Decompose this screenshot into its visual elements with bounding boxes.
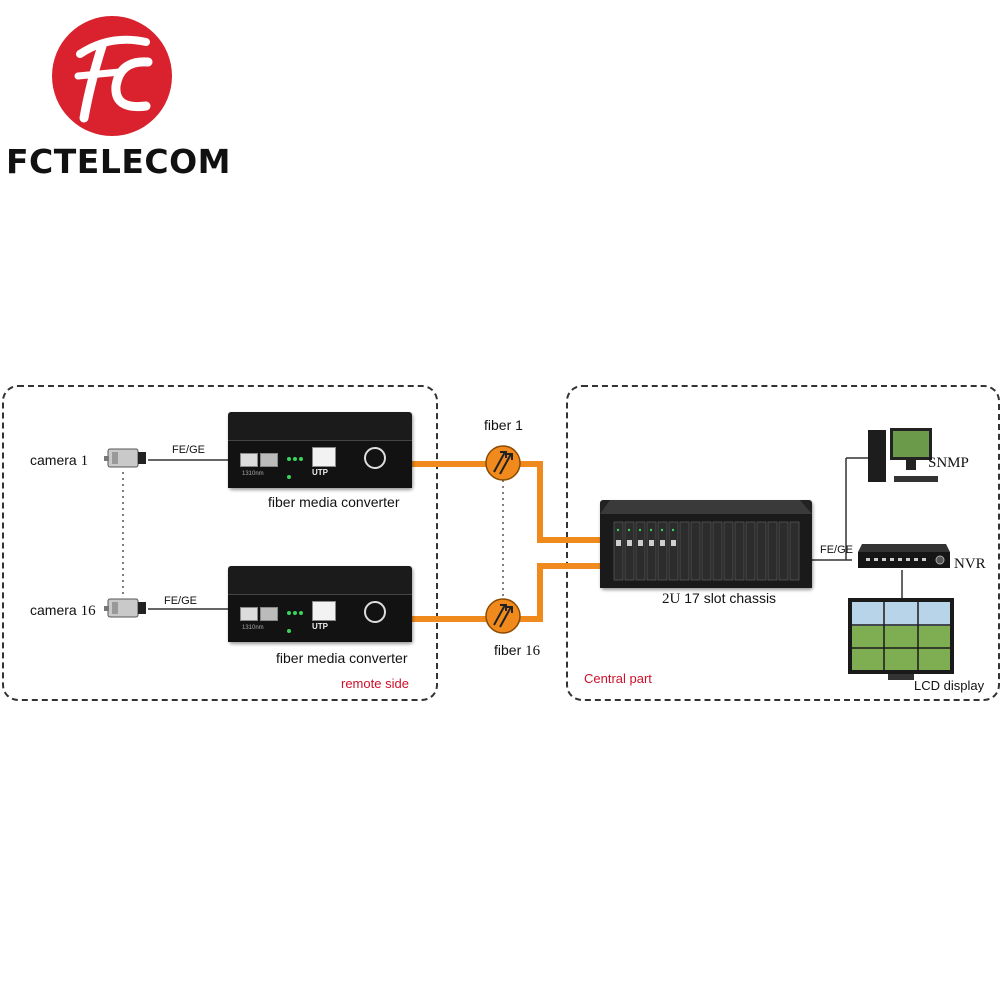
fiber1-arrow-icon [485, 445, 521, 481]
wavelength-label: 1310nm [242, 470, 264, 477]
fiber-1-label: fiber 1 [484, 417, 523, 433]
camera-16-label: camera 16 [30, 602, 96, 619]
central-part-label: Central part [584, 671, 652, 686]
fiber1-path [412, 461, 600, 543]
lcd-display-label: LCD display [914, 678, 985, 693]
camera-16-icon [104, 596, 148, 622]
fiber16-arrow-icon [485, 598, 521, 634]
remote-side-label: remote side [341, 676, 409, 691]
nvr-label: NVR [954, 556, 986, 572]
fiber-media-converter-16: UTP 1310nm [228, 566, 412, 642]
camera-16-link-label: FE/GE [164, 595, 198, 607]
brand-name: FCTELECOM [6, 142, 231, 181]
camera-1-link-label: FE/GE [172, 444, 206, 456]
17-slot-chassis [600, 500, 812, 588]
desktop-computer-icon [866, 424, 940, 486]
fctelecom-logo-icon [50, 14, 174, 138]
fc-logo-icon [364, 446, 386, 469]
snmp-label: SNMP [928, 455, 969, 471]
camera-1-label: camera 1 [30, 452, 89, 469]
chassis-label: 2U 17 slot chassis [662, 590, 777, 607]
camera-1-icon [104, 446, 148, 472]
lcd-monitor-icon [848, 598, 954, 682]
fiber-16-label: fiber 16 [494, 642, 541, 659]
utp-port-label: UTP [312, 467, 328, 477]
nvr-recorder-icon [854, 540, 950, 572]
fiber16-path [412, 563, 600, 622]
fiber-media-converter-1: UTP 1310nm [228, 412, 412, 488]
fc-logo-icon [364, 600, 386, 623]
chassis-link-label: FE/GE [820, 544, 854, 556]
converter-16-label: fiber media converter [276, 650, 408, 666]
wavelength-label: 1310nm [242, 624, 264, 631]
remote-side-zone [2, 385, 438, 701]
converter-1-label: fiber media converter [268, 494, 400, 510]
utp-port-label: UTP [312, 621, 328, 631]
